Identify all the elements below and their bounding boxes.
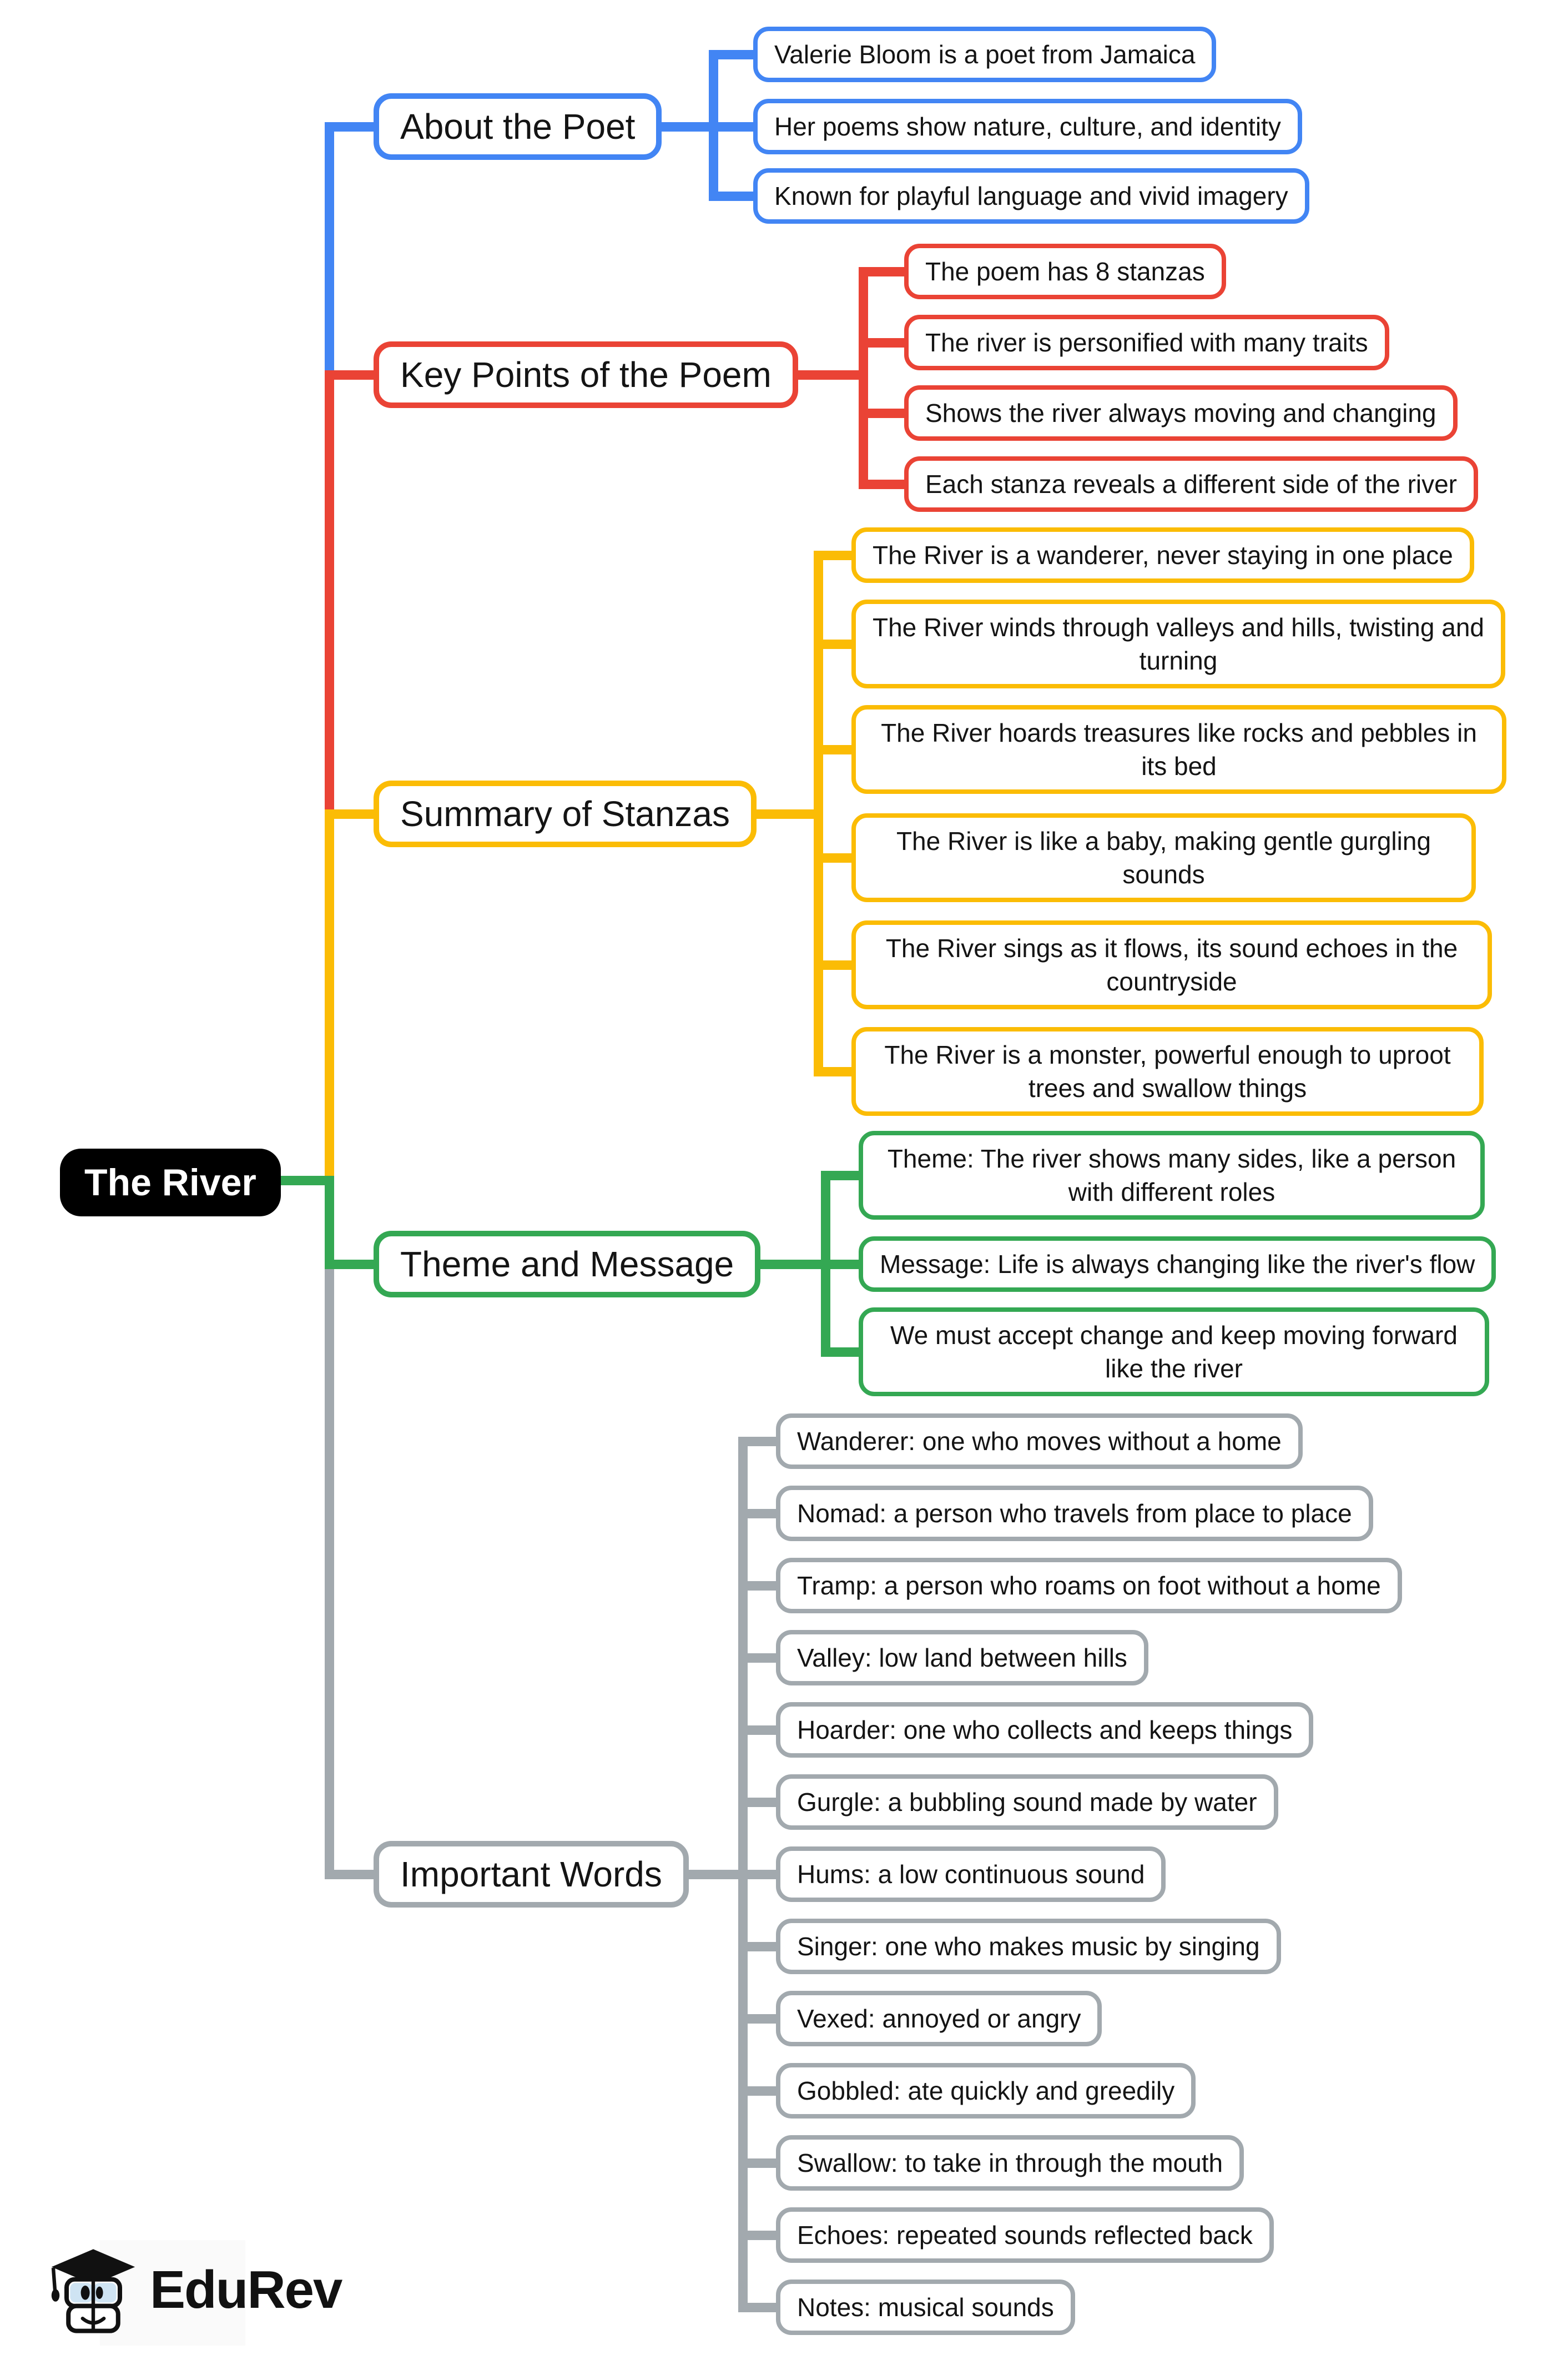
leaf-node: Each stanza reveals a different side of … (904, 456, 1479, 512)
connector-leaf-important-words-3 (738, 1653, 784, 1663)
connector-leaf-important-words-12 (738, 2302, 784, 2312)
leaf-node: The River winds through valleys and hill… (851, 600, 1505, 688)
connector-trunk-summary-of-stanzas (325, 809, 385, 819)
leaf-node: Vexed: annoyed or angry (776, 1991, 1102, 2046)
connector-leaf-key-points-of-the-poem-0 (859, 266, 912, 276)
connector-leaf-important-words-1 (738, 1508, 784, 1518)
leaf-node: We must accept change and keep moving fo… (859, 1307, 1489, 1396)
branch-header-important-words: Important Words (374, 1841, 689, 1908)
edurev-mascot-icon (49, 2246, 138, 2334)
leaf-node: Message: Life is always changing like th… (859, 1236, 1496, 1292)
leaf-node: Nomad: a person who travels from place t… (776, 1486, 1373, 1541)
leaf-node: Gurgle: a bubbling sound made by water (776, 1774, 1278, 1830)
connector-leaf-summary-of-stanzas-1 (814, 639, 859, 649)
leaf-node: The river is personified with many trait… (904, 315, 1389, 370)
connector-leaf-important-words-0 (738, 1436, 784, 1446)
leaf-node: Tramp: a person who roams on foot withou… (776, 1558, 1402, 1613)
leaf-node: Swallow: to take in through the mouth (776, 2135, 1244, 2191)
leaf-node: Singer: one who makes music by singing (776, 1919, 1281, 1974)
leaf-node: Valley: low land between hills (776, 1630, 1148, 1685)
leaf-node: Known for playful language and vivid ima… (753, 168, 1309, 224)
trunk-segment-theme-and-message (325, 1180, 334, 1264)
connector-leaf-key-points-of-the-poem-1 (859, 338, 912, 348)
leaf-node: Valerie Bloom is a poet from Jamaica (753, 27, 1217, 82)
connector-leaf-theme-and-message-1 (821, 1259, 866, 1269)
leaf-node: The River is like a baby, making gentle … (851, 813, 1476, 902)
connector-leaf-about-the-poet-1 (709, 122, 761, 132)
connector-leaf-summary-of-stanzas-3 (814, 853, 859, 863)
connector-leaf-summary-of-stanzas-4 (814, 960, 859, 970)
branch-header-about-the-poet: About the Poet (374, 93, 662, 160)
connector-leaf-theme-and-message-0 (821, 1170, 866, 1180)
leaf-node: Hoarder: one who collects and keeps thin… (776, 1702, 1314, 1758)
connector-leaf-about-the-poet-0 (709, 49, 761, 59)
connector-root (280, 1175, 334, 1185)
connector-leaf-key-points-of-the-poem-2 (859, 408, 912, 418)
connector-trunk-important-words (325, 1869, 385, 1879)
connector-trunk-key-points-of-the-poem (325, 370, 385, 380)
connector-leaf-important-words-4 (738, 1725, 784, 1735)
leaf-node: Notes: musical sounds (776, 2279, 1075, 2335)
connector-leaf-summary-of-stanzas-2 (814, 744, 859, 754)
logo-background (100, 2240, 245, 2346)
branch-header-summary-of-stanzas: Summary of Stanzas (374, 781, 757, 847)
connector-leaf-about-the-poet-2 (709, 191, 761, 201)
leaf-node: The River sings as it flows, its sound e… (851, 920, 1492, 1009)
connector-leaf-important-words-8 (738, 2014, 784, 2024)
trunk-segment-key-points-of-the-poem (325, 375, 334, 814)
connector-leaf-important-words-5 (738, 1797, 784, 1807)
connector-leaf-important-words-7 (738, 1941, 784, 1951)
root-node: The River (60, 1149, 281, 1216)
connector-leaf-important-words-11 (738, 2230, 784, 2240)
leaf-node: Wanderer: one who moves without a home (776, 1413, 1303, 1469)
leaf-node: Theme: The river shows many sides, like … (859, 1131, 1485, 1220)
leaf-node: Shows the river always moving and changi… (904, 385, 1458, 441)
leaf-node: Echoes: repeated sounds reflected back (776, 2207, 1274, 2263)
connector-leaf-summary-of-stanzas-5 (814, 1066, 859, 1076)
leaf-node: Hums: a low continuous sound (776, 1846, 1166, 1902)
connector-trunk-about-the-poet (325, 122, 385, 132)
connector-leaf-important-words-6 (738, 1869, 784, 1879)
connector-trunk-theme-and-message (325, 1259, 385, 1269)
leaf-node: The poem has 8 stanzas (904, 244, 1226, 299)
leaf-node: Her poems show nature, culture, and iden… (753, 99, 1302, 154)
leaf-node: The River is a wanderer, never staying i… (851, 527, 1474, 583)
edurev-brand-text: EduRev (150, 2260, 342, 2319)
connector-leaf-summary-of-stanzas-0 (814, 550, 859, 560)
leaf-node: Gobbled: ate quickly and greedily (776, 2063, 1196, 2119)
leaf-node: The River is a monster, powerful enough … (851, 1027, 1484, 1116)
connector-leaf-important-words-10 (738, 2158, 784, 2168)
connector-leaf-theme-and-message-2 (821, 1347, 866, 1357)
trunk-segment-summary-of-stanzas (325, 814, 334, 1180)
branch-header-key-points-of-the-poem: Key Points of the Poem (374, 341, 798, 408)
branch-header-theme-and-message: Theme and Message (374, 1231, 761, 1297)
connector-leaf-key-points-of-the-poem-3 (859, 479, 912, 489)
leaf-node: The River hoards treasures like rocks an… (851, 705, 1506, 794)
connector-leaf-important-words-2 (738, 1581, 784, 1591)
connector-leaf-important-words-9 (738, 2086, 784, 2096)
trunk-segment-about-the-poet (325, 122, 334, 375)
edurev-logo: EduRev (49, 2244, 342, 2336)
trunk-segment-important-words (325, 1264, 334, 1879)
